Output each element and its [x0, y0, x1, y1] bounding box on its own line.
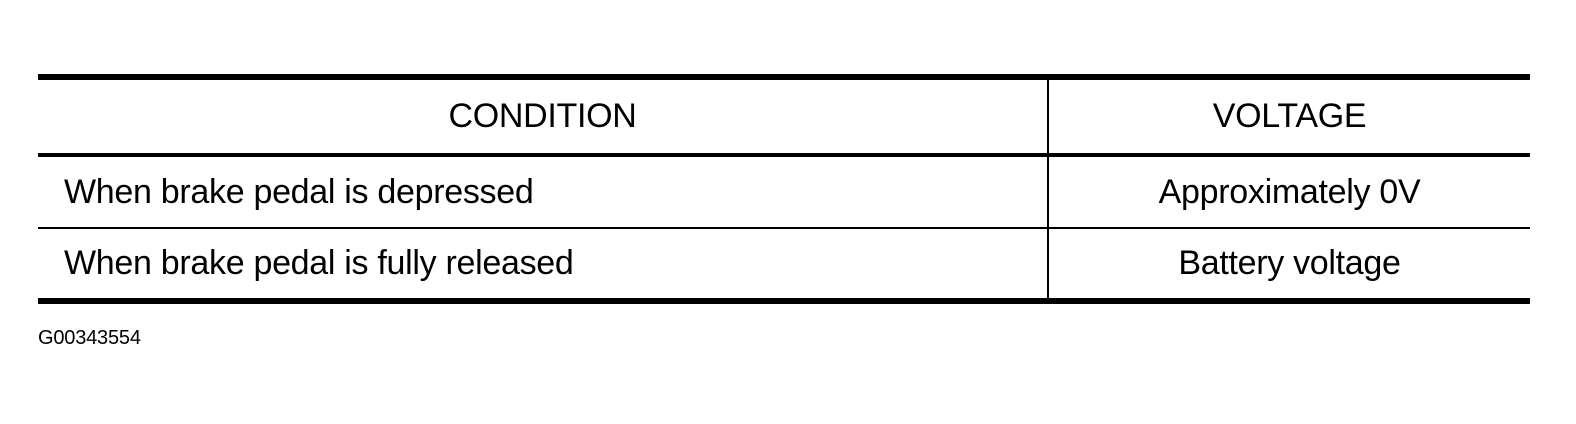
condition-voltage-table: CONDITION VOLTAGE When brake pedal is de… — [38, 74, 1530, 304]
voltage-column-header: VOLTAGE — [1048, 74, 1530, 157]
table-body: When brake pedal is depressed Approximat… — [38, 155, 1530, 304]
voltage-cell: Approximately 0V — [1048, 155, 1530, 229]
header-row: CONDITION VOLTAGE — [38, 74, 1530, 157]
condition-cell: When brake pedal is fully released — [38, 228, 1049, 304]
table-header: CONDITION VOLTAGE — [38, 74, 1530, 157]
condition-column-header: CONDITION — [38, 74, 1049, 157]
condition-cell: When brake pedal is depressed — [38, 155, 1049, 229]
table-row: When brake pedal is depressed Approximat… — [38, 155, 1530, 229]
table-row: When brake pedal is fully released Batte… — [38, 228, 1530, 304]
figure-id-label: G00343554 — [38, 327, 141, 349]
voltage-cell: Battery voltage — [1048, 228, 1530, 304]
